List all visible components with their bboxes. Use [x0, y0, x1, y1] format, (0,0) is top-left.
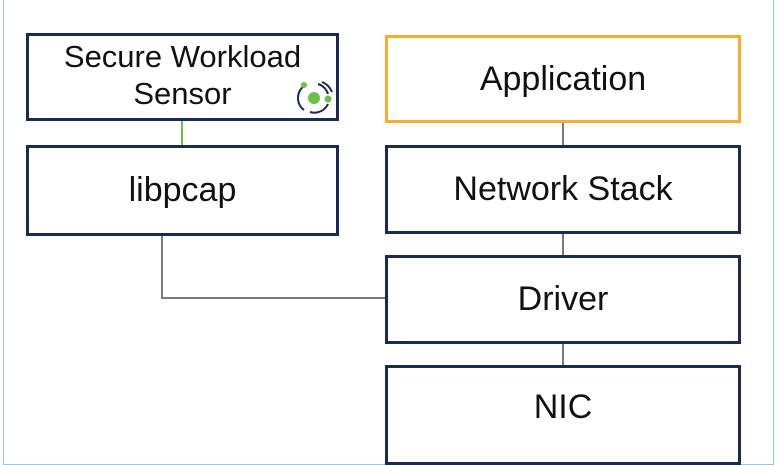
node-sensor: Secure Workload Sensor: [26, 33, 339, 121]
connector-network-driver: [562, 233, 564, 256]
node-application: Application: [385, 35, 741, 123]
connector-sensor-libpcap: [181, 120, 183, 146]
secure-workload-logo-icon: [297, 81, 333, 114]
node-nic: NIC: [385, 365, 741, 465]
connector-app-network: [562, 122, 564, 146]
node-sensor-line1: Secure Workload: [63, 38, 302, 74]
node-driver: Driver: [385, 255, 741, 344]
node-libpcap: libpcap: [26, 145, 339, 236]
connector-libpcap-driver-h: [161, 297, 386, 299]
connector-libpcap-driver-v: [161, 235, 163, 299]
node-sensor-line2: Sensor: [133, 76, 232, 111]
connector-driver-nic: [562, 343, 564, 366]
node-network-stack: Network Stack: [385, 145, 741, 234]
